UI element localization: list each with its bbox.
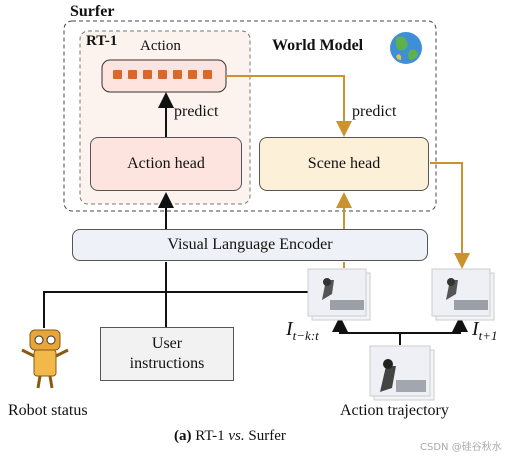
obs-next-symbol: I [472, 318, 479, 340]
rt1-label: RT-1 [86, 33, 118, 49]
caption: (a) RT-1 vs. Surfer [174, 428, 286, 445]
obs-next-label: It+1 [472, 318, 498, 344]
scene-head-label: Scene head [307, 155, 381, 172]
line-robot-to-encoder [43, 291, 318, 328]
caption-surfer: Surfer [248, 428, 286, 444]
world-model-label: World Model [272, 37, 364, 54]
obs-past-label: It−k:t [286, 318, 319, 344]
encoder-label: Visual Language Encoder [167, 236, 333, 253]
arrow-action-to-scenehead [226, 75, 352, 137]
caption-rt1: RT-1 [195, 428, 225, 444]
predict-label-right: predict [352, 103, 397, 120]
obs-next-subscript: t+1 [478, 328, 498, 343]
surfer-label: Surfer [70, 3, 115, 20]
globe-icon [390, 32, 422, 64]
robot-icon [21, 329, 69, 389]
caption-a: (a) [174, 428, 192, 444]
predict-label-left: predict [174, 103, 219, 120]
line-traj-to-next [400, 316, 468, 334]
obs-past-subscript: t−k:t [292, 328, 319, 343]
scene-head-box: Scene head [259, 137, 429, 191]
obs-image-past [307, 268, 371, 321]
action-head-label: Action head [127, 155, 205, 172]
watermark: CSDN @硅谷秋水 [420, 442, 502, 453]
action-label: Action [140, 38, 181, 54]
surfer-container [63, 20, 437, 212]
encoder-box: Visual Language Encoder [72, 229, 428, 261]
arrow-scenehead-to-next [430, 162, 470, 269]
action-trajectory-label: Action trajectory [340, 402, 449, 419]
obs-past-symbol: I [286, 318, 293, 340]
user-instructions-box: User instructions [100, 327, 234, 381]
user-instructions-label: User instructions [129, 335, 205, 372]
line-traj-split [332, 316, 401, 345]
obs-image-next [431, 268, 495, 321]
action-trajectory-image [369, 345, 435, 401]
caption-vs: vs. [228, 428, 245, 444]
action-tokens [113, 70, 212, 79]
robot-status-label: Robot status [8, 402, 88, 419]
action-head-box: Action head [90, 137, 242, 191]
